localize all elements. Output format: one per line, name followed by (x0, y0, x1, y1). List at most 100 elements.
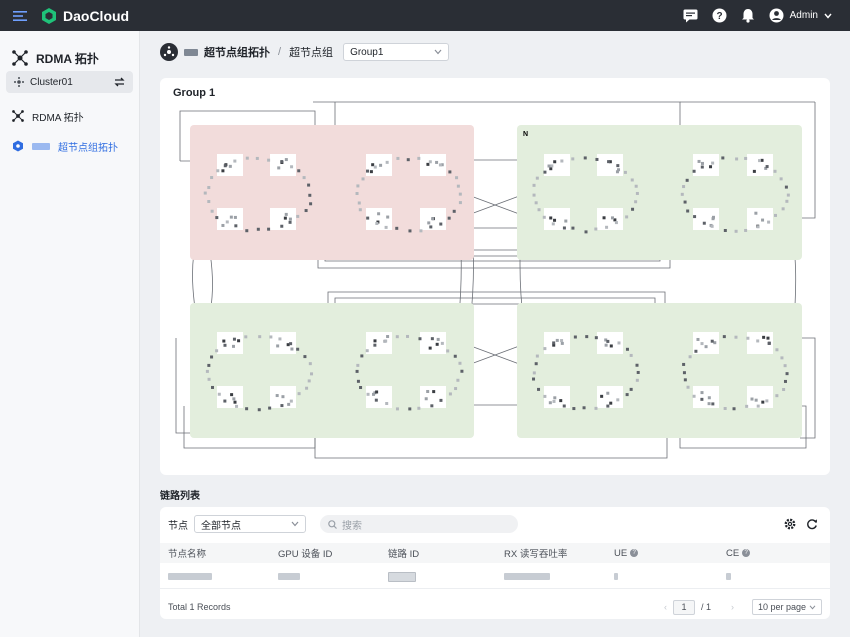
port-marker (617, 168, 621, 172)
group-select[interactable]: Group1 (343, 43, 450, 61)
port-marker (604, 338, 608, 342)
table-row[interactable] (160, 565, 830, 589)
refresh-icon[interactable] (806, 518, 818, 530)
bell-icon[interactable] (741, 8, 755, 23)
chip-node[interactable] (270, 154, 296, 176)
column-header[interactable]: 节点名称 (168, 549, 207, 560)
breadcrumb-section[interactable]: 超节点组 (289, 47, 334, 59)
chip-node[interactable] (420, 154, 446, 176)
chip-node[interactable] (270, 208, 296, 230)
port-marker (555, 338, 559, 342)
port-marker (374, 398, 378, 402)
zone-bottom-right (517, 303, 802, 438)
chip-node[interactable] (544, 332, 570, 354)
port-marker (630, 178, 634, 182)
port-marker (308, 193, 312, 197)
port-marker (722, 335, 726, 339)
chip-node[interactable] (693, 332, 719, 354)
cluster-switcher[interactable]: Cluster01 (6, 71, 133, 93)
chip-node[interactable] (693, 208, 719, 230)
column-header[interactable]: RX 读写吞吐率 (504, 549, 568, 560)
port-marker (217, 392, 221, 396)
help-icon[interactable]: ? (712, 8, 727, 23)
port-marker (786, 193, 790, 197)
port-marker (552, 341, 556, 345)
port-marker (752, 169, 756, 173)
port-marker (448, 170, 452, 174)
chip-node[interactable] (693, 386, 719, 408)
sidebar-item-rdma-topology[interactable]: RDMA 拓扑 (0, 101, 139, 131)
per-page-select[interactable]: 10 per page (752, 599, 822, 615)
chip-node[interactable] (597, 208, 623, 230)
port-marker (297, 392, 301, 396)
chip-node[interactable] (597, 386, 623, 408)
column-header-ce[interactable]: CE? (718, 543, 830, 563)
port-marker (781, 207, 785, 211)
port-marker (635, 191, 639, 195)
port-marker (280, 404, 284, 408)
port-marker (721, 156, 725, 160)
chip-node[interactable] (366, 332, 392, 354)
port-marker (207, 377, 211, 381)
port-marker (734, 335, 738, 339)
port-marker (373, 391, 377, 395)
port-marker (734, 229, 738, 233)
column-header-ue[interactable]: UE? (606, 543, 718, 563)
chip-node[interactable] (747, 386, 773, 408)
next-page-button[interactable]: › (731, 602, 734, 612)
port-marker (430, 404, 434, 408)
search-icon (328, 519, 337, 529)
prev-page-button[interactable]: ‹ (663, 602, 667, 612)
port-marker (440, 163, 444, 167)
chip-node[interactable] (366, 208, 392, 230)
user-menu[interactable]: Admin (769, 8, 832, 23)
port-marker (278, 337, 282, 341)
help-icon[interactable]: ? (630, 549, 639, 557)
port-marker (366, 216, 370, 220)
message-icon[interactable] (683, 9, 698, 23)
port-marker (711, 215, 715, 219)
help-icon[interactable]: ? (742, 549, 751, 557)
topology-diagram[interactable]: N (160, 78, 830, 475)
chip-node[interactable] (217, 208, 243, 230)
chip-node[interactable] (597, 332, 623, 354)
column-header[interactable]: 链路 ID (388, 549, 420, 560)
search-input[interactable]: 搜索 (320, 515, 518, 533)
switch-cluster-icon[interactable] (114, 77, 125, 87)
chip-node[interactable] (693, 154, 719, 176)
port-marker (284, 212, 288, 216)
chip-node[interactable] (544, 208, 570, 230)
chip-node[interactable] (217, 332, 243, 354)
chip-node[interactable] (544, 386, 570, 408)
sidebar-item-supernode-topology[interactable]: 超节点组拓扑 (0, 131, 139, 161)
brand-logo[interactable]: DaoCloud (40, 7, 129, 25)
chip-node[interactable] (270, 332, 296, 354)
port-marker (553, 160, 557, 164)
chip-node[interactable] (420, 332, 446, 354)
port-marker (552, 399, 556, 403)
chip-node[interactable] (747, 208, 773, 230)
chip-node[interactable] (544, 154, 570, 176)
port-marker (296, 347, 300, 351)
port-marker (564, 219, 568, 223)
port-marker (732, 407, 736, 411)
chip-node[interactable] (217, 386, 243, 408)
port-marker (634, 200, 638, 204)
port-marker (454, 387, 458, 391)
sidebar: RDMA 拓扑 Cluster01 RDMA 拓扑 超节点组拓扑 (0, 31, 140, 637)
links-table-card: 节点 全部节点 搜索 节点名称 GPU 设备 ID 链路 ID RX 读写吞吐率… (160, 507, 830, 619)
menu-button[interactable] (0, 0, 40, 31)
port-marker (635, 378, 639, 382)
port-marker (424, 397, 428, 401)
chip-node[interactable] (747, 154, 773, 176)
port-marker (458, 361, 462, 365)
port-marker (550, 164, 554, 168)
port-marker (302, 176, 306, 180)
column-header[interactable]: GPU 设备 ID (278, 549, 333, 560)
chip-node[interactable] (366, 154, 392, 176)
settings-icon[interactable] (784, 518, 796, 530)
port-marker (205, 369, 209, 373)
node-filter-select[interactable]: 全部节点 (194, 515, 306, 533)
page-input[interactable]: 1 (672, 599, 695, 615)
port-marker (216, 169, 220, 173)
